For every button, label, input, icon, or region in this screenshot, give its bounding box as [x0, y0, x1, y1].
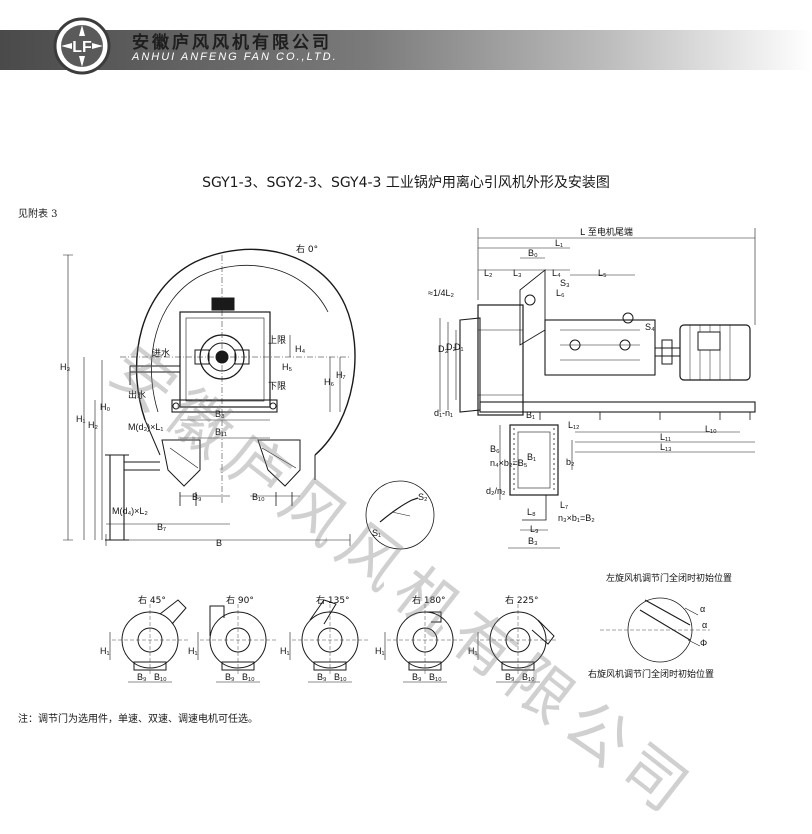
dim-H7: H₇ [336, 370, 346, 380]
outlet-water-label: 出水 [128, 389, 146, 401]
rotation-45-label: 右 45° [138, 594, 166, 606]
detail-circle [365, 480, 435, 550]
rot225-H1: H₁ [468, 646, 478, 656]
dim-B3: B₃ [528, 536, 538, 546]
dim-L-motor: L 至电机尾端 [580, 226, 633, 238]
damper-detail [600, 597, 710, 663]
dim-L1: L₁ [555, 238, 563, 248]
inlet-water-label: 进水 [152, 347, 170, 359]
dim-B7: B₇ [157, 522, 166, 532]
dim-S1: S₁ [372, 528, 381, 538]
rotation-225 [477, 604, 556, 683]
dim-L9: L₉ [530, 524, 539, 534]
company-logo: LF [53, 17, 111, 75]
header: LF 安徽庐风风机有限公司 ANHUI ANFENG FAN CO.,LTD. [0, 0, 812, 75]
dim-M-d4: M(d₄)×L₂ [112, 506, 148, 516]
dim-D3: D₃ [438, 344, 448, 354]
rotation-views [109, 599, 556, 683]
side-view [439, 228, 756, 549]
dim-n4b2B5: n₄×b₂=B₅ [490, 458, 528, 468]
dim-B1-top: B₁ [526, 410, 535, 420]
damper-alpha-1: α [700, 604, 705, 614]
dim-L6: L₆ [556, 288, 565, 298]
logo-text: LF [72, 39, 92, 56]
dim-L7: L₇ [560, 500, 568, 510]
damper-alpha-2: α [702, 620, 707, 630]
rotation-225-label: 右 225° [505, 594, 539, 606]
dim-H1: H₁ [76, 414, 86, 424]
dim-L4: L₄ [552, 268, 561, 278]
dim-L11: L₁₁ [660, 432, 671, 442]
rotation-135 [289, 599, 368, 683]
dim-B8: B₈ [215, 409, 225, 419]
dim-S2: S₂ [418, 492, 428, 502]
dim-M-d3: M(d₃)×L₁ [128, 422, 163, 432]
dim-S4: S₄ [645, 322, 655, 332]
rot225-B9: B₉ [505, 672, 515, 682]
dim-L5: L₅ [598, 268, 607, 278]
rot45-B10: B₁₀ [154, 672, 167, 682]
annex-reference: 见附表 3 [18, 209, 58, 220]
damper-phi: Φ [700, 638, 707, 648]
dim-L8: L₈ [527, 507, 536, 517]
dim-H2: H₂ [88, 420, 98, 430]
damper-right-label: 右旋风机调节门全闭时初始位置 [588, 668, 714, 680]
rot180-B10: B₁₀ [429, 672, 442, 682]
rotation-45 [109, 599, 188, 683]
rot90-B9: B₉ [225, 672, 235, 682]
damper-left-label: 左旋风机调节门全闭时初始位置 [606, 572, 732, 584]
dim-D2: D₂ [446, 342, 456, 352]
rot45-H1: H₁ [100, 646, 110, 656]
dim-S3: S₃ [560, 278, 570, 288]
dim-H0: H₀ [100, 402, 110, 412]
dim-B10: B₁₀ [252, 492, 265, 502]
dim-B: B [216, 538, 222, 548]
rot135-H1: H₁ [280, 646, 290, 656]
rot180-H1: H₁ [375, 646, 385, 656]
dim-L13: L₁₃ [660, 442, 672, 452]
upper-limit-label: 上限 [268, 335, 286, 346]
lower-limit-label: 下限 [268, 381, 286, 392]
dim-quarter-L2: ≈1/4L₂ [428, 288, 454, 298]
rotation-180 [384, 604, 463, 683]
dim-B0: B₀ [528, 248, 538, 258]
rot45-B9: B₉ [137, 672, 147, 682]
dim-H4: H₄ [295, 344, 305, 354]
dim-d2n2: d₂/n₂ [486, 486, 506, 496]
dim-B1-bottom: B₁ [527, 452, 536, 462]
rot225-B10: B₁₀ [522, 672, 535, 682]
dim-H6: H₆ [324, 377, 334, 387]
front-angle-label: 右 0° [296, 243, 318, 255]
dim-L3: L₃ [513, 268, 522, 278]
rotation-180-label: 右 180° [412, 594, 446, 606]
rot135-B9: B₉ [317, 672, 327, 682]
rot90-H1: H₁ [188, 646, 198, 656]
rotation-90 [197, 604, 276, 683]
rot180-B9: B₉ [412, 672, 422, 682]
dim-B6: B₆ [490, 444, 500, 454]
header-band [0, 30, 812, 70]
technical-drawing: 右 0° 进水 出水 上限 下限 H₃ H₁ H₂ H₀ H₄ H₅ H₆ H₇… [60, 226, 756, 683]
dim-H3: H₃ [60, 362, 70, 372]
dim-d1n1: d₁-n₁ [434, 408, 453, 418]
dim-n3b1B2: n₃×b₁=B₂ [558, 513, 595, 523]
dim-B11: B₁₁ [215, 427, 227, 437]
dim-L2: L₂ [484, 268, 493, 278]
drawing-title: SGY1-3、SGY2-3、SGY4-3 工业锅炉用离心引风机外形及安装图 [202, 175, 610, 191]
dim-D1: D₁ [454, 342, 464, 352]
front-view [63, 248, 356, 546]
footer-note: 注：调节门为选用件，单速、双速、调速电机可任选。 [18, 714, 258, 725]
rot135-B10: B₁₀ [334, 672, 347, 682]
company-name-en: ANHUI ANFENG FAN CO.,LTD. [132, 51, 338, 63]
company-name-cn: 安徽庐风风机有限公司 [132, 33, 332, 53]
dim-B9: B₉ [192, 492, 202, 502]
dim-L12: L₁₂ [568, 420, 580, 430]
dim-L10: L₁₀ [705, 424, 717, 434]
dim-H5: H₅ [282, 362, 292, 372]
rotation-135-label: 右 135° [316, 594, 350, 606]
dim-b2: b₂ [566, 457, 575, 467]
rot90-B10: B₁₀ [242, 672, 255, 682]
rotation-90-label: 右 90° [226, 594, 254, 606]
